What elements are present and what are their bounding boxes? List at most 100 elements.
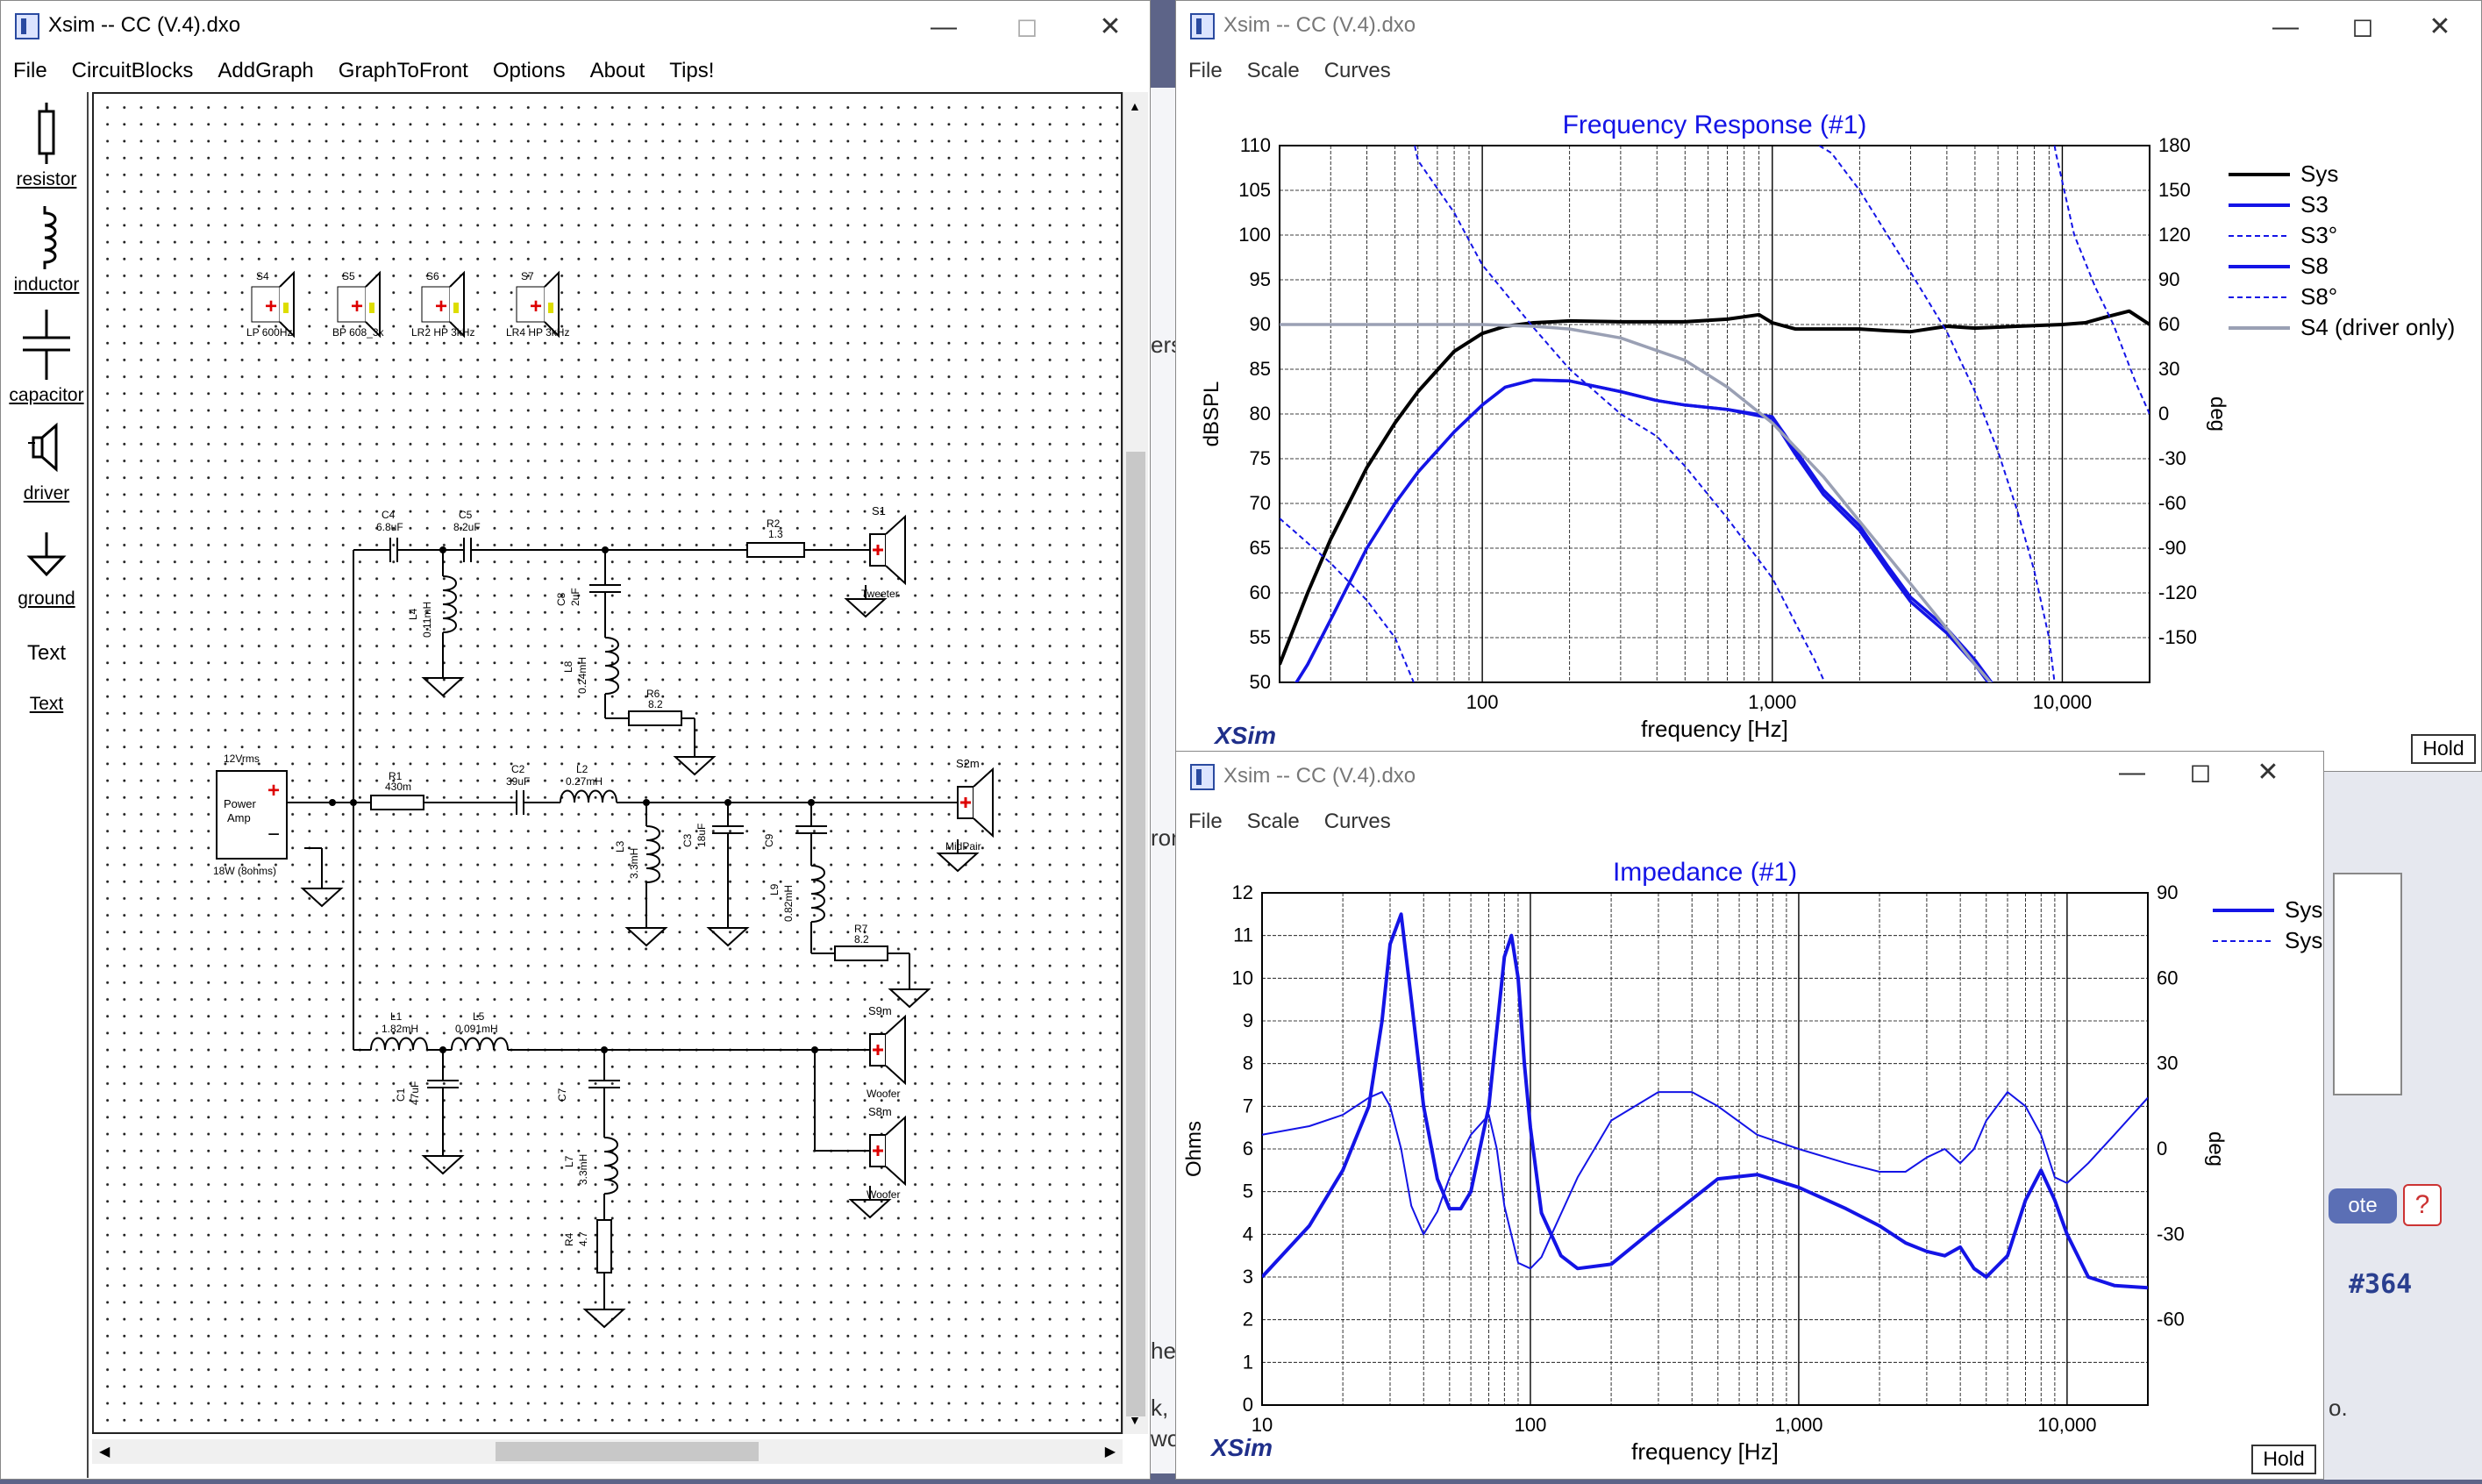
scroll-left-icon[interactable]: ◀ — [99, 1445, 111, 1459]
x-tick-label: 100 — [1466, 691, 1499, 713]
menu-scale[interactable]: Scale — [1246, 59, 1300, 82]
svg-text:+: + — [265, 295, 277, 318]
menu-curves[interactable]: Curves — [1323, 810, 1391, 833]
driver-S7[interactable]: + S7 LR4 HP 3kHz — [506, 270, 569, 339]
inductor-L1[interactable]: L11.82mH — [370, 1010, 428, 1051]
hold-button[interactable]: Hold — [2411, 734, 2476, 764]
svg-text:R7: R7 — [854, 923, 868, 935]
svg-text:S2m: S2m — [956, 757, 980, 770]
scroll-down-icon[interactable]: ▼ — [1129, 1413, 1141, 1427]
component-toolbox: resistor inductor capacitor driver groun… — [6, 92, 89, 1478]
y2-tick-label: -60 — [2157, 1309, 2185, 1331]
maximize-button[interactable]: ◻ — [1016, 12, 1038, 41]
y2-tick-label: -90 — [2158, 537, 2186, 559]
menu-scale[interactable]: Scale — [1246, 810, 1300, 833]
y-tick-label: 110 — [1240, 134, 1271, 156]
menu-graphtofront[interactable]: GraphToFront — [338, 59, 468, 82]
series-line-sys — [1280, 309, 2150, 666]
title-bar[interactable]: Xsim -- CC (V.4).dxo — ◻ ✕ — [1176, 752, 2323, 804]
y2-axis-label: deg — [2204, 1131, 2228, 1167]
menu-curves[interactable]: Curves — [1323, 59, 1391, 82]
tool-inductor[interactable]: inductor — [6, 206, 87, 296]
app-icon — [15, 13, 39, 39]
schematic-canvas[interactable]: + S4 LP 600Hz + S5 BP 608_3k + S6 LR2 HP… — [92, 92, 1123, 1434]
capacitor-C9[interactable]: C9 — [763, 825, 828, 847]
close-button[interactable]: ✕ — [2257, 758, 2279, 787]
svg-text:C2: C2 — [511, 763, 525, 775]
resistor-R2[interactable]: R21.3 — [746, 517, 805, 558]
driver-S4[interactable]: + S4 LP 600Hz — [246, 270, 295, 339]
capacitor-C5[interactable]: C58.2uF — [453, 509, 481, 563]
quote-icon[interactable]: ? — [2403, 1184, 2442, 1226]
svg-text:12Vrms: 12Vrms — [224, 753, 260, 765]
tool-ground[interactable]: ground — [6, 531, 87, 610]
capacitor-icon — [23, 310, 70, 380]
y2-tick-label: 0 — [2158, 403, 2169, 425]
y-tick-label: 0 — [1243, 1394, 1253, 1416]
capacitor-C4[interactable]: C46.8uF — [376, 509, 403, 563]
driver-S5[interactable]: + S5 BP 608_3k — [332, 270, 384, 339]
vertical-scroll-thumb[interactable] — [1126, 452, 1145, 1416]
capacitor-C7[interactable]: C7 — [556, 1080, 621, 1102]
vertical-scrollbar[interactable]: ▲ ▼ — [1123, 92, 1148, 1434]
inductor-L2[interactable]: L20.27mH — [560, 763, 617, 803]
hold-button[interactable]: Hold — [2251, 1445, 2316, 1474]
close-button[interactable]: ✕ — [2429, 12, 2451, 41]
menu-file[interactable]: File — [13, 59, 47, 82]
power-amp[interactable]: 12Vrms Power Amp +− 18W (8ohms) — [213, 753, 288, 877]
close-button[interactable]: ✕ — [1099, 12, 1122, 41]
resistor-R6[interactable]: R68.2 — [628, 688, 682, 726]
title-bar[interactable]: Xsim -- CC (V.4).dxo — ◻ ✕ — [1, 1, 1150, 55]
svg-text:MidPair: MidPair — [945, 840, 981, 853]
menu-file[interactable]: File — [1188, 810, 1223, 833]
scroll-up-icon[interactable]: ▲ — [1129, 99, 1141, 113]
horizontal-scrollbar[interactable]: ◀ ▶ — [92, 1439, 1123, 1464]
minimize-button[interactable]: — — [931, 12, 957, 41]
maximize-button[interactable]: ◻ — [2189, 758, 2212, 787]
svg-text:8.2uF: 8.2uF — [453, 521, 481, 533]
menu-options[interactable]: Options — [492, 59, 566, 82]
scroll-right-icon[interactable]: ▶ — [1104, 1445, 1116, 1459]
maximize-button[interactable]: ◻ — [2351, 12, 2374, 41]
inductor-L5[interactable]: L50.091mH — [451, 1010, 509, 1051]
menu-circuitblocks[interactable]: CircuitBlocks — [71, 59, 194, 82]
inductor-L3[interactable]: L33.3mH — [614, 825, 660, 883]
tool-capacitor[interactable]: capacitor — [6, 310, 87, 406]
tool-text[interactable]: Text — [6, 641, 87, 666]
svg-text:−: − — [267, 823, 280, 846]
svg-text:L3: L3 — [614, 840, 626, 853]
menu-addgraph[interactable]: AddGraph — [218, 59, 314, 82]
menu-file[interactable]: File — [1188, 59, 1223, 82]
svg-text:R6: R6 — [646, 688, 660, 700]
legend-label: S8 — [2300, 253, 2329, 279]
minimize-button[interactable]: — — [2119, 758, 2145, 787]
resistor-R7[interactable]: R78.2 — [834, 923, 888, 961]
post-number[interactable]: #364 — [2349, 1269, 2413, 1300]
horizontal-scroll-thumb[interactable] — [496, 1442, 759, 1461]
menu-about[interactable]: About — [589, 59, 645, 82]
minimize-button[interactable]: — — [2272, 12, 2299, 41]
tool-text-link[interactable]: Text — [29, 694, 64, 714]
title-bar[interactable]: Xsim -- CC (V.4).dxo — ◻ ✕ — [1176, 1, 2481, 55]
tool-driver[interactable]: driver — [6, 420, 87, 504]
y-tick-label: 60 — [1250, 581, 1271, 603]
svg-text:C5: C5 — [459, 509, 473, 521]
menu-tips[interactable]: Tips! — [669, 59, 715, 82]
tool-resistor[interactable]: resistor — [6, 103, 87, 190]
driver-S6[interactable]: + S6 LR2 HP 3kHz — [411, 270, 474, 339]
vote-button[interactable]: ote — [2329, 1188, 2397, 1224]
